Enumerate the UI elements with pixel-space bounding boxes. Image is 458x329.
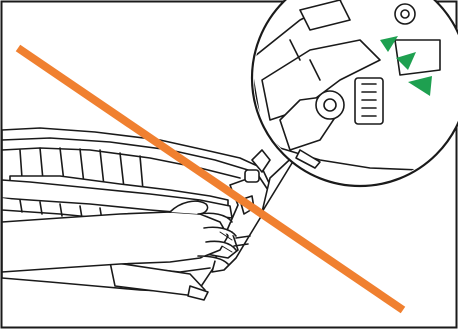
illustration-canvas bbox=[0, 0, 458, 329]
manual-illustration bbox=[0, 0, 458, 329]
